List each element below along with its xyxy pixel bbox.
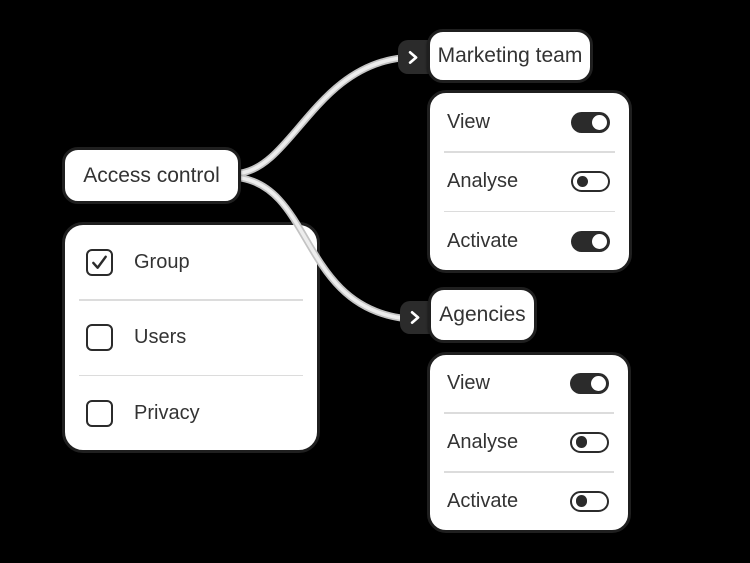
marketing-team-permissions-panel: View Analyse Activate bbox=[427, 90, 632, 273]
access-control-label: Access control bbox=[83, 163, 220, 187]
divider bbox=[444, 210, 615, 212]
agencies-label: Agencies bbox=[439, 303, 526, 326]
chevron-right-icon bbox=[408, 50, 418, 64]
permissions-type-panel: Group Users Privacy bbox=[62, 222, 320, 453]
list-item: Activate bbox=[430, 473, 628, 530]
divider bbox=[444, 151, 615, 153]
permission-label: View bbox=[447, 372, 490, 395]
checkbox-privacy[interactable] bbox=[86, 399, 113, 427]
activate-toggle[interactable] bbox=[570, 490, 609, 512]
activate-toggle[interactable] bbox=[571, 230, 610, 252]
access-control-node[interactable]: Access control bbox=[62, 147, 241, 204]
divider bbox=[79, 299, 303, 301]
view-toggle[interactable] bbox=[571, 111, 610, 133]
checkbox-label: Users bbox=[134, 326, 187, 348]
list-item[interactable]: Group bbox=[65, 225, 317, 299]
chevron-right-icon bbox=[410, 311, 420, 324]
checkbox-group[interactable] bbox=[86, 248, 113, 276]
toggle-knob bbox=[592, 114, 607, 130]
agencies-permissions-panel: View Analyse Activate bbox=[427, 352, 631, 533]
marketing-team-node[interactable]: Marketing team bbox=[427, 29, 593, 83]
divider bbox=[444, 471, 614, 473]
permission-label: Activate bbox=[447, 229, 519, 252]
divider bbox=[444, 412, 614, 414]
analyse-toggle[interactable] bbox=[571, 171, 610, 192]
agencies-node[interactable]: Agencies bbox=[428, 287, 537, 343]
list-item: Analyse bbox=[430, 153, 629, 211]
list-item: Analyse bbox=[430, 414, 628, 471]
toggle-knob bbox=[575, 495, 587, 507]
toggle-knob bbox=[576, 175, 588, 187]
list-item[interactable]: Users bbox=[65, 301, 317, 375]
permission-label: Analyse bbox=[447, 430, 519, 453]
permission-label: View bbox=[447, 110, 490, 133]
permission-label: Analyse bbox=[447, 170, 519, 192]
checkmark-icon bbox=[92, 255, 107, 269]
marketing-team-label: Marketing team bbox=[437, 44, 583, 67]
list-item: Activate bbox=[430, 212, 629, 270]
list-item: View bbox=[430, 355, 628, 412]
toggle-knob bbox=[592, 233, 607, 249]
list-item: View bbox=[430, 93, 629, 151]
list-item[interactable]: Privacy bbox=[65, 376, 317, 450]
checkbox-label: Privacy bbox=[134, 401, 200, 424]
checkbox-label: Group bbox=[134, 250, 190, 273]
divider bbox=[79, 374, 303, 376]
toggle-knob bbox=[575, 436, 587, 448]
checkbox-users[interactable] bbox=[86, 324, 113, 351]
view-toggle[interactable] bbox=[570, 373, 609, 395]
connector-to-marketing-team bbox=[237, 54, 405, 177]
analyse-toggle[interactable] bbox=[570, 431, 609, 453]
permission-label: Activate bbox=[447, 489, 519, 512]
toggle-knob bbox=[591, 376, 606, 392]
